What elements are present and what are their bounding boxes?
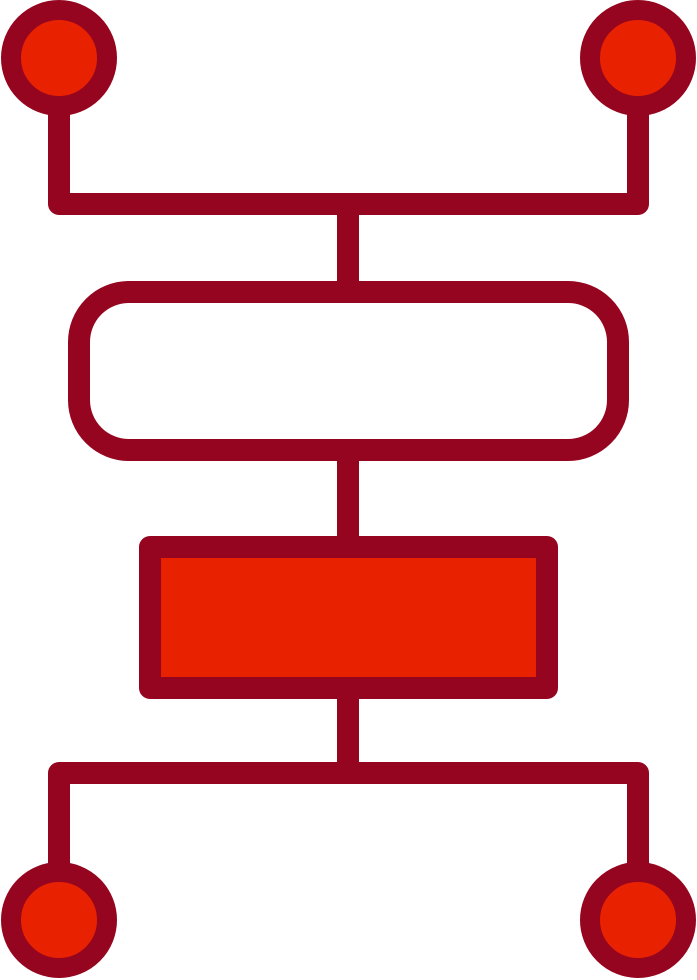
top-left-node-icon: [1, 0, 117, 116]
process-box-filled: [139, 536, 558, 699]
top-connector: [48, 89, 649, 303]
process-box-rounded: [68, 281, 629, 461]
connector-lines: [48, 89, 649, 883]
bottom-left-node-icon: [1, 862, 117, 978]
bottom-right-node-icon: [580, 862, 696, 978]
top-right-node-icon: [580, 0, 696, 116]
bottom-connector: [48, 677, 649, 883]
